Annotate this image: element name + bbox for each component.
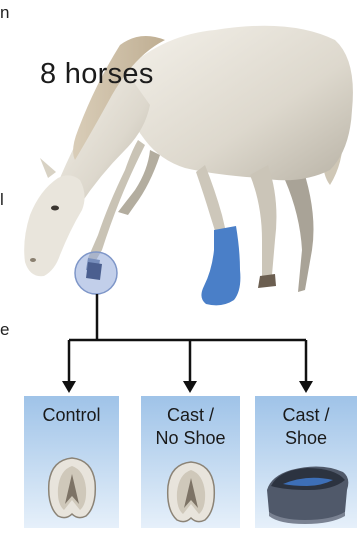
group-box-cast-shoe: Cast / Shoe [255, 396, 357, 528]
horse-near-hind-hoof [258, 274, 276, 288]
arrowhead-icon [183, 381, 197, 393]
group-label: Control [24, 404, 119, 427]
hoof-icon [165, 460, 217, 524]
diagram-title: 8 horses [40, 58, 154, 91]
horse-raised-fore-leg [196, 165, 226, 234]
horse-near-hind-leg [250, 165, 276, 278]
horse-ear [40, 158, 56, 178]
cast-shoe-icon [261, 456, 353, 526]
group-label: Cast / Shoe [255, 404, 357, 450]
hoof-icon [46, 456, 98, 520]
arrowhead-icon [62, 381, 76, 393]
branch-arrows [69, 294, 306, 383]
arrowhead-icon [299, 381, 313, 393]
horse-nostril [30, 258, 36, 262]
group-box-control: Control [24, 396, 119, 528]
group-box-cast-no-shoe: Cast / No Shoe [141, 396, 240, 528]
group-label: Cast / No Shoe [141, 404, 240, 450]
horse-eye [51, 206, 59, 211]
cast-icon [201, 226, 240, 305]
